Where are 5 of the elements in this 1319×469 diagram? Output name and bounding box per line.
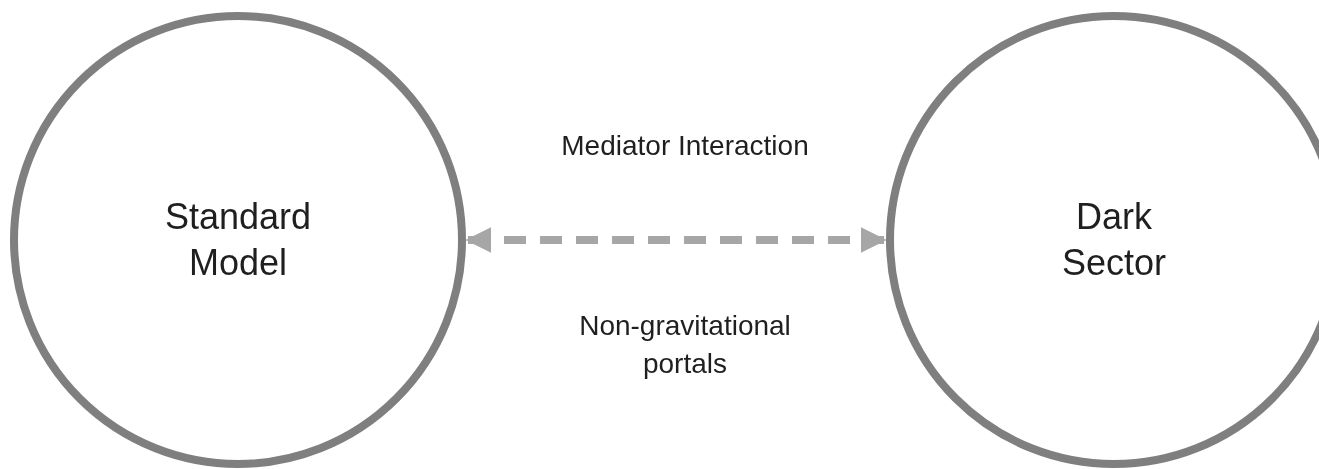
- dashed-arrow: [465, 227, 887, 253]
- node-label: Standard Model: [163, 195, 313, 285]
- edge-label: Mediator Interaction: [560, 129, 810, 163]
- annotation-text: Non-gravitational portals: [578, 309, 792, 381]
- node-label: Dark Sector: [1060, 195, 1167, 285]
